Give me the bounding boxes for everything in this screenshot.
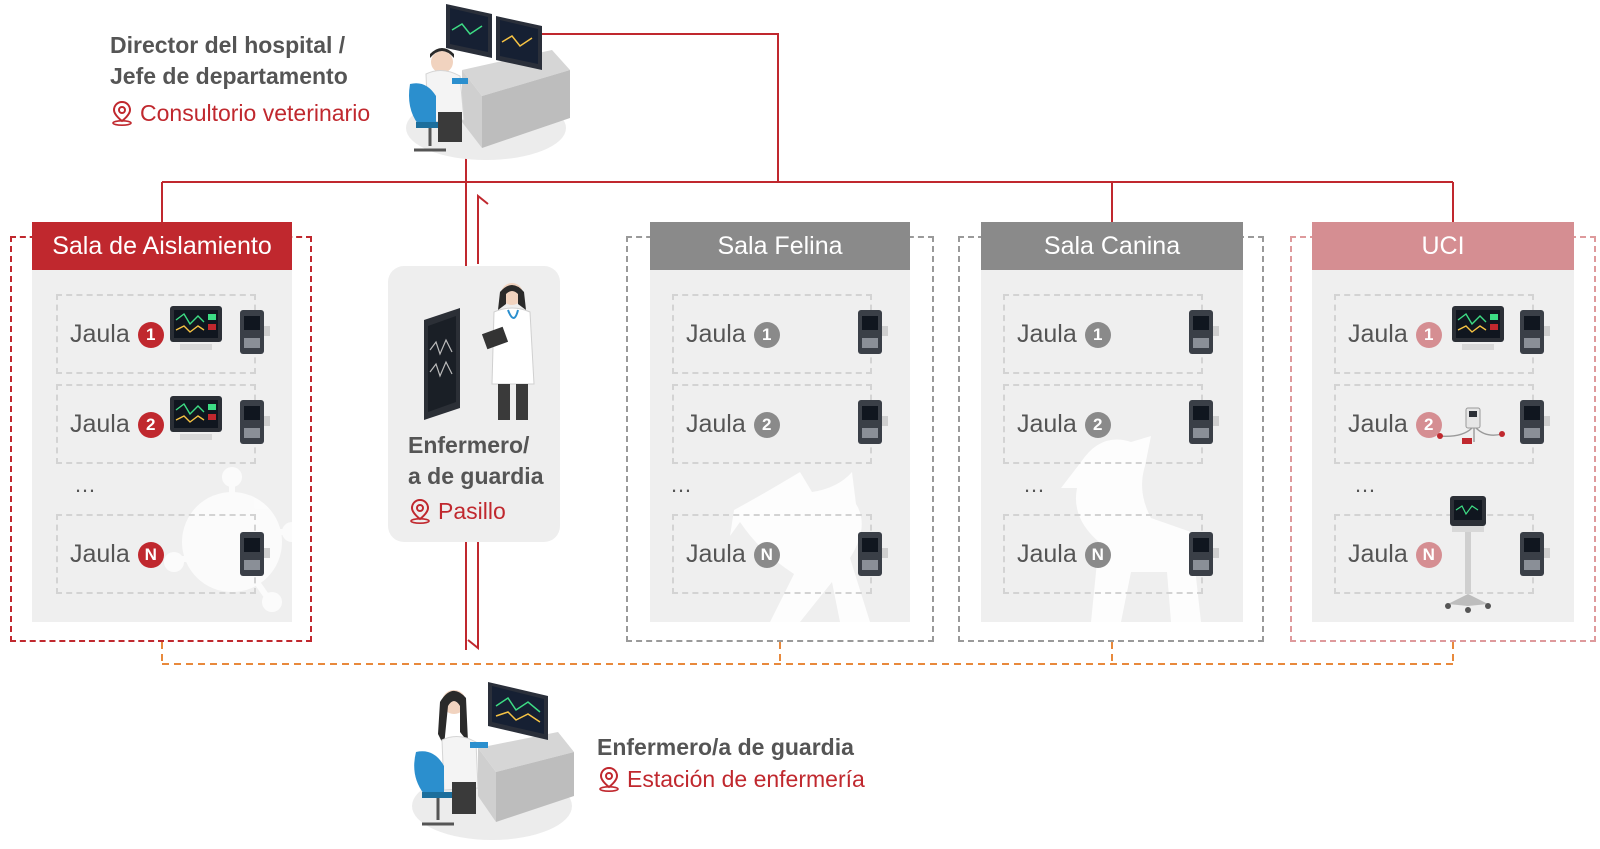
cage-number-badge: 2 [1084, 411, 1111, 438]
ward-header-isolation: Sala de Aislamiento [32, 222, 292, 270]
ward-header-icu: UCI [1312, 222, 1574, 270]
cage-row[interactable]: Jaula 1 [56, 294, 256, 374]
cage-number-badge: 2 [753, 411, 780, 438]
cage-row[interactable]: Jaula N [1003, 514, 1203, 594]
infusion-pump-icon [240, 400, 270, 444]
cage-label: Jaula [1017, 320, 1077, 348]
infusion-pump-icon [240, 532, 270, 576]
cage-number-badge: 1 [137, 321, 164, 348]
infusion-pump-icon [1520, 532, 1550, 576]
infusion-pump-icon [1520, 400, 1550, 444]
cage-row[interactable]: Jaula 1 [672, 294, 872, 374]
cage-row[interactable]: Jaula N [56, 514, 256, 594]
cage-label: Jaula [70, 410, 130, 438]
hallway-nurse-location: Pasillo [408, 496, 506, 526]
cage-row[interactable]: Jaula 2 [1334, 384, 1534, 464]
hallway-up-arrow [477, 193, 489, 264]
cage-number-badge: 1 [1084, 321, 1111, 348]
dog-watermark-icon [1061, 436, 1201, 622]
infusion-pump-icon [1189, 532, 1219, 576]
telemetry-device-icon [1437, 407, 1505, 444]
station-nurse-title: Enfermero/a de guardia [597, 734, 854, 760]
cage-label: Jaula [1348, 540, 1408, 568]
director-link-line [520, 33, 779, 182]
cage-row[interactable]: Jaula 2 [56, 384, 256, 464]
cage-number-badge: N [1084, 541, 1111, 568]
director-title: Director del hospital / Jefe de departam… [110, 32, 348, 89]
cage-label: Jaula [70, 320, 130, 348]
cage-label: Jaula [1017, 540, 1077, 568]
infusion-pump-icon [858, 400, 888, 444]
infusion-pump-icon [1520, 310, 1550, 354]
cage-number-badge: N [753, 541, 780, 568]
location-pin-icon [410, 498, 430, 524]
cage-row[interactable]: Jaula 2 [672, 384, 872, 464]
station-nurse-location: Estación de enfermería [597, 764, 865, 794]
ward-header-canine: Sala Canina [981, 222, 1243, 270]
cage-label: Jaula [70, 540, 130, 568]
nurse-tablet-illustration [424, 283, 535, 420]
patient-monitor-icon [170, 306, 222, 350]
patient-monitor-icon [170, 396, 222, 440]
cage-number-badge: 2 [1415, 411, 1442, 438]
infusion-pump-icon [858, 532, 888, 576]
director-location: Consultorio veterinario [110, 98, 370, 128]
cage-number-badge: N [137, 541, 164, 568]
cage-label: Jaula [1017, 410, 1077, 438]
more-cages-ellipsis: … [1023, 472, 1048, 497]
cage-label: Jaula [686, 320, 746, 348]
cage-row[interactable]: Jaula N [1334, 514, 1534, 594]
hallway-nurse-card [388, 266, 560, 542]
infusion-pump-icon [1189, 400, 1219, 444]
infusion-pump-icon [1189, 310, 1219, 354]
cage-number-badge: 2 [137, 411, 164, 438]
monitor-stand-icon [1445, 496, 1491, 613]
cage-row[interactable]: Jaula 1 [1003, 294, 1203, 374]
hallway-nurse-title: Enfermero/ a de guardia [408, 432, 544, 489]
more-cages-ellipsis: … [670, 472, 695, 497]
cage-label: Jaula [686, 410, 746, 438]
more-cages-ellipsis: … [74, 472, 99, 497]
cat-watermark-icon [730, 472, 870, 622]
cage-label: Jaula [1348, 410, 1408, 438]
cage-number-badge: N [1415, 541, 1442, 568]
cage-label: Jaula [1348, 320, 1408, 348]
infusion-pump-icon [858, 310, 888, 354]
central-station-icon [412, 682, 574, 840]
cage-row[interactable]: Jaula 2 [1003, 384, 1203, 464]
patient-monitor-icon [1452, 306, 1504, 350]
cage-number-badge: 1 [753, 321, 780, 348]
ward-isolation: Sala de Aislamiento Jaula 1 Jaula 2 … Jaul… [32, 222, 302, 622]
cage-row[interactable]: Jaula 1 [1334, 294, 1534, 374]
location-pin-icon [599, 766, 619, 792]
cage-number-badge: 1 [1415, 321, 1442, 348]
station-down-arrow [467, 540, 479, 651]
director-workstation-illustration [406, 4, 570, 160]
cage-row[interactable]: Jaula N [672, 514, 872, 594]
cage-label: Jaula [686, 540, 746, 568]
infusion-pump-icon [240, 310, 270, 354]
location-pin-icon [112, 100, 132, 126]
ward-header-feline: Sala Felina [650, 222, 910, 270]
more-cages-ellipsis: … [1354, 472, 1379, 497]
